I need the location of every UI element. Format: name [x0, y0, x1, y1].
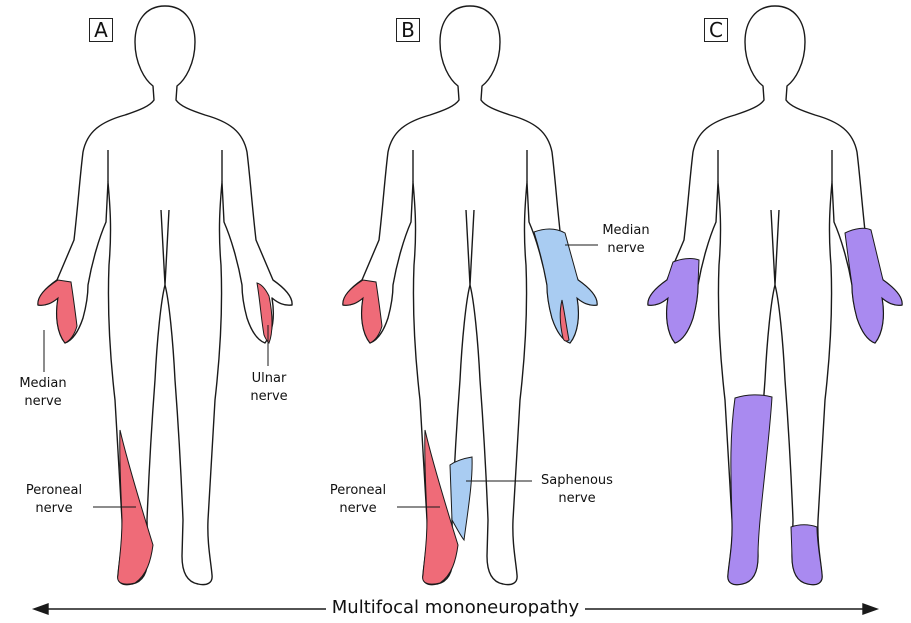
panel-a-ulnar-label: Ulnar nerve — [238, 370, 300, 406]
panel-label-b: B — [396, 18, 420, 42]
panel-b-saphenous-region — [450, 457, 472, 540]
panel-b-peroneal-label: Peroneal nerve — [318, 482, 398, 518]
panel-label-a: A — [89, 18, 113, 42]
panel-b-median-label: Median nerve — [588, 222, 664, 258]
panel-c-right-arm-region — [845, 228, 902, 343]
panel-c-figure — [648, 6, 902, 585]
panel-a-median-label: Median nerve — [6, 375, 80, 411]
panel-label-c: C — [704, 18, 728, 42]
panel-c-left-arm-region — [648, 259, 699, 343]
panel-c-left-leg-region — [728, 395, 772, 585]
panel-a-peroneal-label: Peroneal nerve — [14, 482, 94, 518]
panel-c-right-foot-region — [791, 525, 822, 585]
bottom-arrow — [34, 604, 877, 614]
panel-b-median-hand-region — [343, 280, 382, 343]
panel-b-saphenous-label: Saphenous nerve — [533, 472, 621, 508]
